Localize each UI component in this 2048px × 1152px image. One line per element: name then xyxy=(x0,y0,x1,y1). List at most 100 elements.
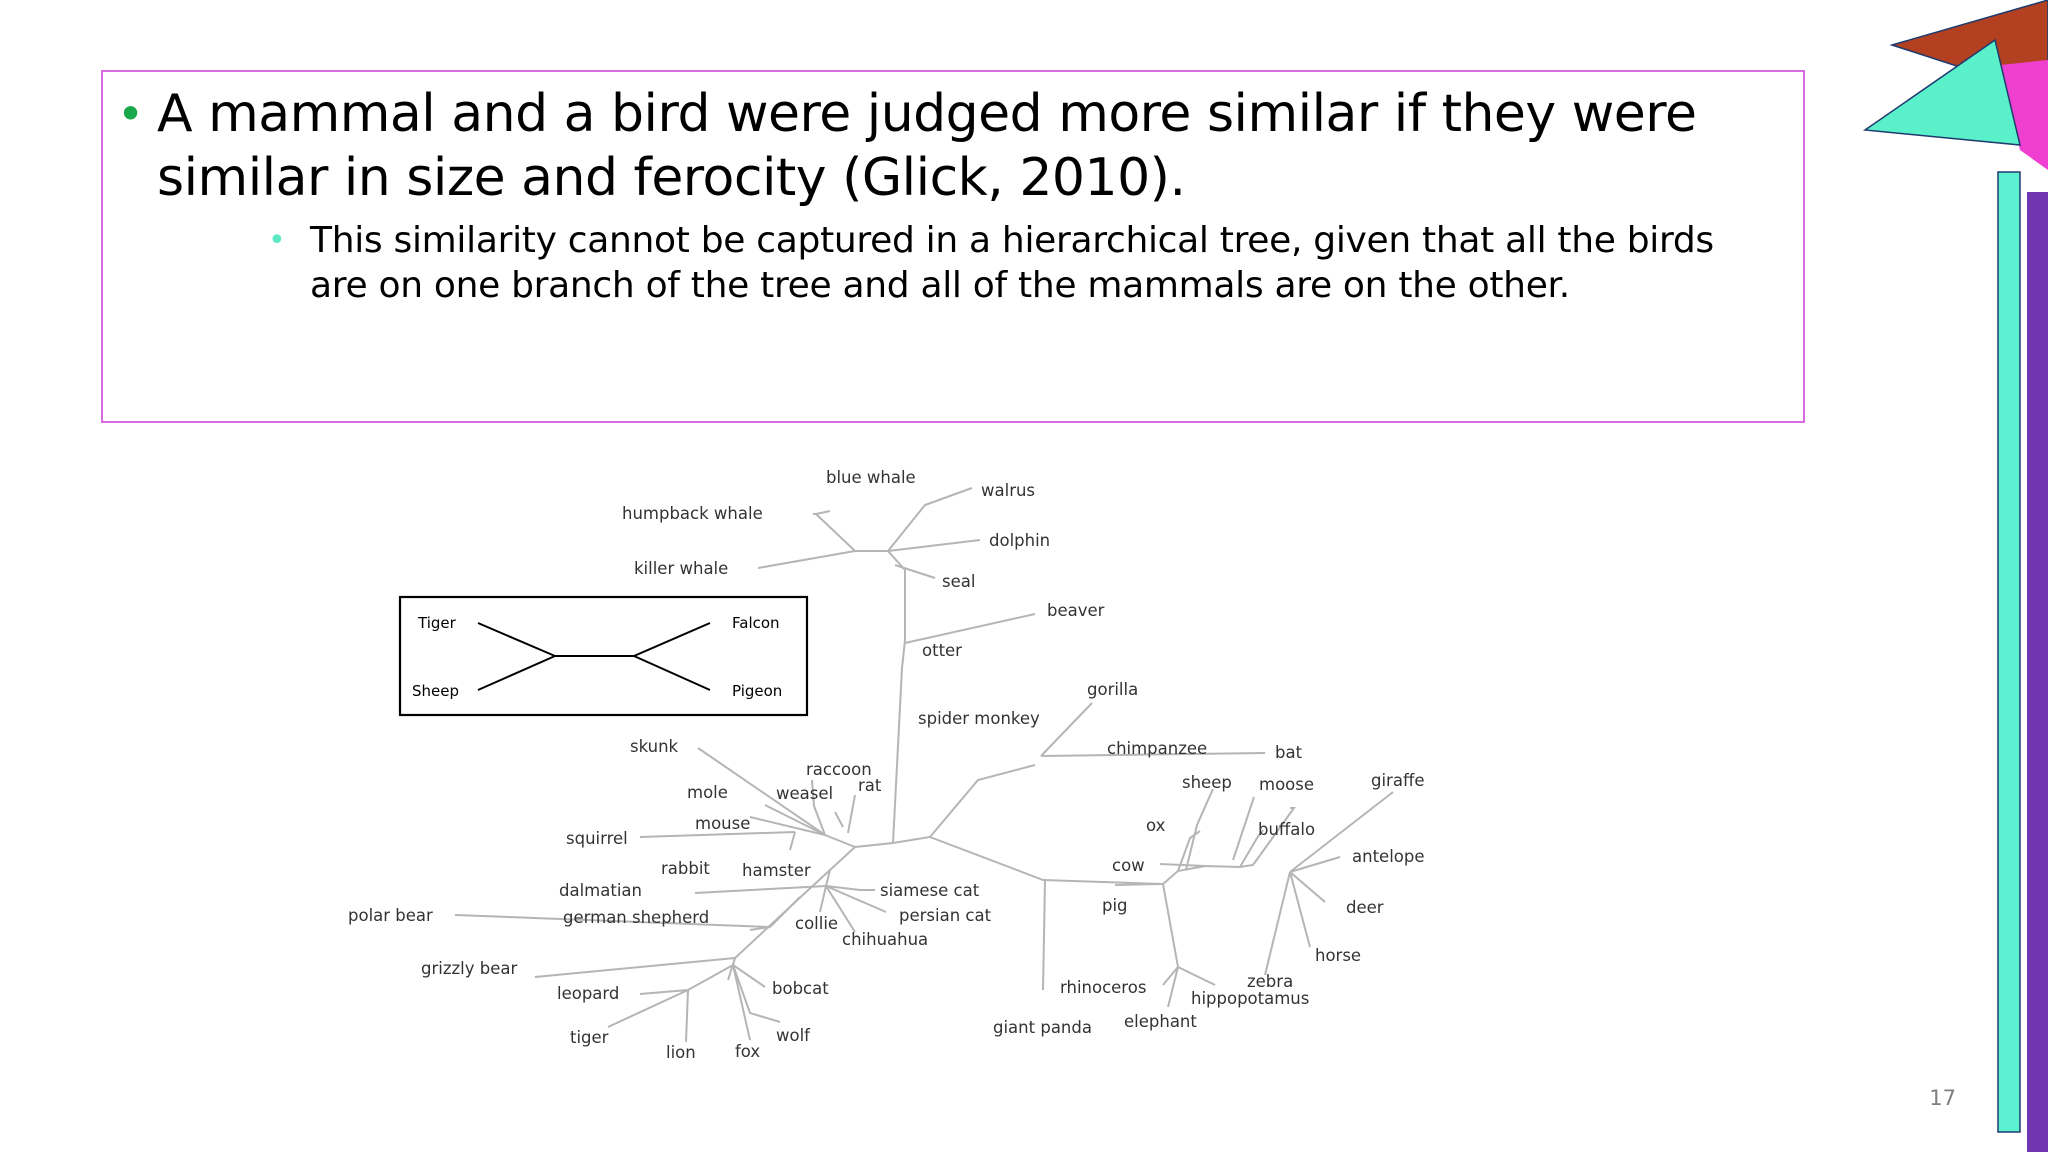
slide-decoration xyxy=(1862,0,2048,1152)
node-label: siamese cat xyxy=(880,881,980,900)
edge xyxy=(1177,966,1216,986)
edge xyxy=(607,989,689,1028)
node-label: rhinoceros xyxy=(1060,978,1146,997)
node-label: polar bear xyxy=(348,906,433,925)
tree-edges xyxy=(454,487,1394,1043)
node-label: fox xyxy=(735,1042,760,1061)
node-label: hippopotamus xyxy=(1191,989,1309,1008)
edge xyxy=(1264,871,1291,976)
sub-bullet: • This similarity cannot be captured in … xyxy=(268,218,1768,308)
node-label: rat xyxy=(858,776,882,795)
node-label: buffalo xyxy=(1258,820,1315,839)
node-label: giraffe xyxy=(1371,771,1424,790)
edge xyxy=(1185,788,1214,871)
node-label: spider monkey xyxy=(918,709,1040,728)
inset-label-sheep: Sheep xyxy=(412,682,459,700)
node-label: ox xyxy=(1146,816,1166,835)
node-label: mouse xyxy=(695,814,750,833)
node-label: collie xyxy=(795,914,838,933)
edge xyxy=(904,613,1036,644)
edge xyxy=(727,869,831,981)
edge xyxy=(1159,863,1206,867)
node-label: pig xyxy=(1102,896,1128,915)
edge xyxy=(789,831,796,851)
edge xyxy=(1177,830,1201,872)
node-label: dalmatian xyxy=(559,881,642,900)
edge xyxy=(811,779,826,836)
sub-bullet-text: This similarity cannot be captured in a … xyxy=(310,220,1714,306)
node-label: elephant xyxy=(1124,1012,1197,1031)
edge xyxy=(1289,871,1326,903)
edge xyxy=(887,539,981,552)
inset-label-pigeon: Pigeon xyxy=(732,682,782,700)
edge xyxy=(757,550,856,569)
edge xyxy=(1114,883,1164,886)
edge xyxy=(892,764,1036,844)
node-label: chihuahua xyxy=(842,930,928,949)
node-label: sheep xyxy=(1182,773,1232,792)
tree-labels: blue whale walrus humpback whale dolphin… xyxy=(348,468,1425,1062)
node-label: beaver xyxy=(1047,601,1105,620)
node-label: leopard xyxy=(557,984,619,1003)
edge xyxy=(1232,796,1255,861)
edge xyxy=(732,964,751,1041)
node-label: tiger xyxy=(570,1028,609,1047)
node-label: giant panda xyxy=(993,1018,1092,1037)
node-label: rabbit xyxy=(661,859,710,878)
edge xyxy=(819,885,827,913)
edge xyxy=(697,747,894,849)
purple-vertical-bar xyxy=(2027,192,2048,1152)
node-label: persian cat xyxy=(899,906,992,925)
inset-label-tiger: Tiger xyxy=(417,614,457,632)
edge xyxy=(1040,702,1093,757)
edge xyxy=(887,487,973,552)
teal-triangle-shape xyxy=(1862,38,2021,146)
node-label: walrus xyxy=(981,481,1035,500)
node-label: skunk xyxy=(630,737,679,756)
edge xyxy=(764,804,826,836)
edge xyxy=(813,513,906,571)
edge xyxy=(815,510,831,515)
edge xyxy=(454,914,771,928)
edge xyxy=(1042,807,1296,886)
node-label: deer xyxy=(1346,898,1384,917)
magenta-triangle-shape xyxy=(2000,60,2048,170)
node-label: killer whale xyxy=(634,559,728,578)
bullet-dot-icon: • xyxy=(117,87,144,141)
edge xyxy=(749,816,826,836)
node-label: lion xyxy=(666,1043,696,1062)
edge xyxy=(1239,829,1264,868)
node-label: weasel xyxy=(776,784,833,803)
node-label: seal xyxy=(942,572,975,591)
inset-edge xyxy=(477,655,556,691)
inset-edge xyxy=(633,622,711,657)
edge xyxy=(1162,966,1179,986)
edge xyxy=(1040,752,1266,757)
node-label: gorilla xyxy=(1087,680,1138,699)
node-label: otter xyxy=(922,641,962,660)
edge xyxy=(825,885,856,933)
node-label: hamster xyxy=(742,861,811,880)
edge xyxy=(685,989,689,1043)
node-label: antelope xyxy=(1352,847,1425,866)
node-label: moose xyxy=(1259,775,1314,794)
edge xyxy=(825,885,887,913)
page-number: 17 xyxy=(1929,1086,1956,1110)
node-label: grizzly bear xyxy=(421,959,517,978)
edge xyxy=(1289,791,1394,873)
node-label: cow xyxy=(1112,856,1145,875)
content-textbox: • A mammal and a bird were judged more s… xyxy=(101,70,1805,423)
node-label: german shepherd xyxy=(563,908,709,927)
node-label: wolf xyxy=(776,1026,811,1045)
node-label: chimpanzee xyxy=(1107,739,1207,758)
inset-edge xyxy=(633,655,711,691)
node-label: bat xyxy=(1275,743,1303,762)
inset-edge xyxy=(477,622,556,657)
node-label: horse xyxy=(1315,946,1361,965)
node-label: dolphin xyxy=(989,531,1050,550)
edge xyxy=(534,957,736,978)
edge xyxy=(694,885,827,894)
node-label: raccoon xyxy=(806,760,872,779)
main-bullet-text: A mammal and a bird were judged more sim… xyxy=(157,84,1697,208)
